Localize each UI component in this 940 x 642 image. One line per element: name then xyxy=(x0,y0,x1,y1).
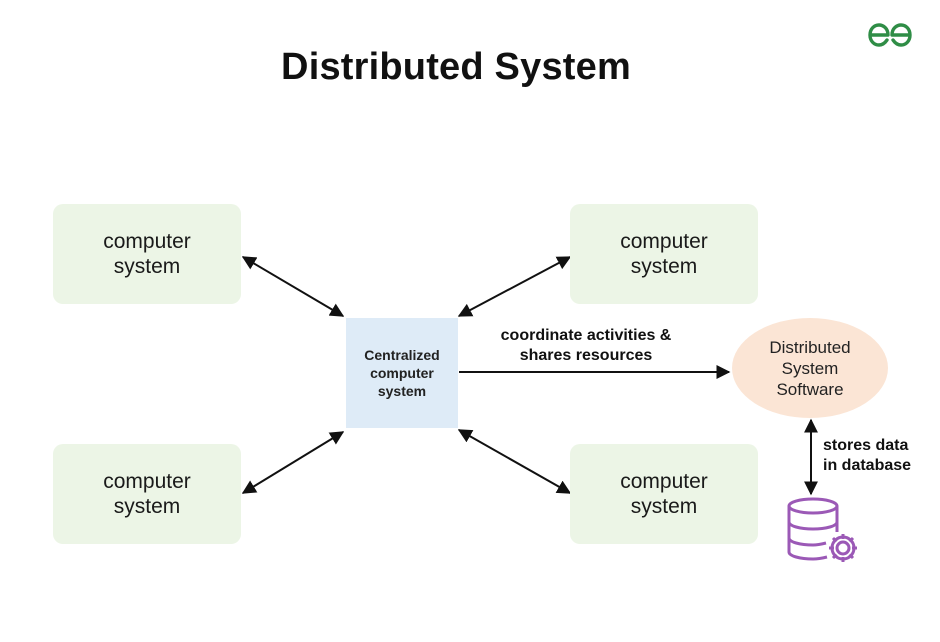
software-label: Distributed System Software xyxy=(769,337,851,399)
coordinate-activities-label: coordinate activities & shares resources xyxy=(470,326,702,366)
computer-system-label: computer system xyxy=(620,230,708,278)
database-gear-icon xyxy=(787,497,857,562)
computer-system-node-top-left: computer system xyxy=(53,204,241,304)
computer-system-label: computer system xyxy=(103,230,191,278)
computer-system-label: computer system xyxy=(620,470,708,518)
stores-data-label: stores data in database xyxy=(823,436,933,476)
stores-line-1: stores data xyxy=(823,437,909,454)
gfg-logo-icon xyxy=(868,23,912,47)
computer-system-node-bottom-left: computer system xyxy=(53,444,241,544)
arrow-top-left xyxy=(241,256,345,317)
arrow-bottom-left xyxy=(241,431,345,494)
computer-system-node-top-right: computer system xyxy=(570,204,758,304)
centralized-system-label: Centralized computer system xyxy=(364,347,440,399)
distributed-system-software-node: Distributed System Software xyxy=(732,318,888,418)
coordinate-line-1: coordinate activities & xyxy=(500,327,672,344)
computer-system-node-bottom-right: computer system xyxy=(570,444,758,544)
stores-line-2: in database xyxy=(823,457,912,474)
arrow-bottom-right xyxy=(457,429,572,494)
page-title: Distributed System xyxy=(281,46,631,88)
centralized-computer-system-node: Centralized computer system xyxy=(346,318,458,428)
arrow-top-right xyxy=(457,256,572,317)
coordinate-line-2: shares resources xyxy=(519,347,653,364)
computer-system-label: computer system xyxy=(103,470,191,518)
